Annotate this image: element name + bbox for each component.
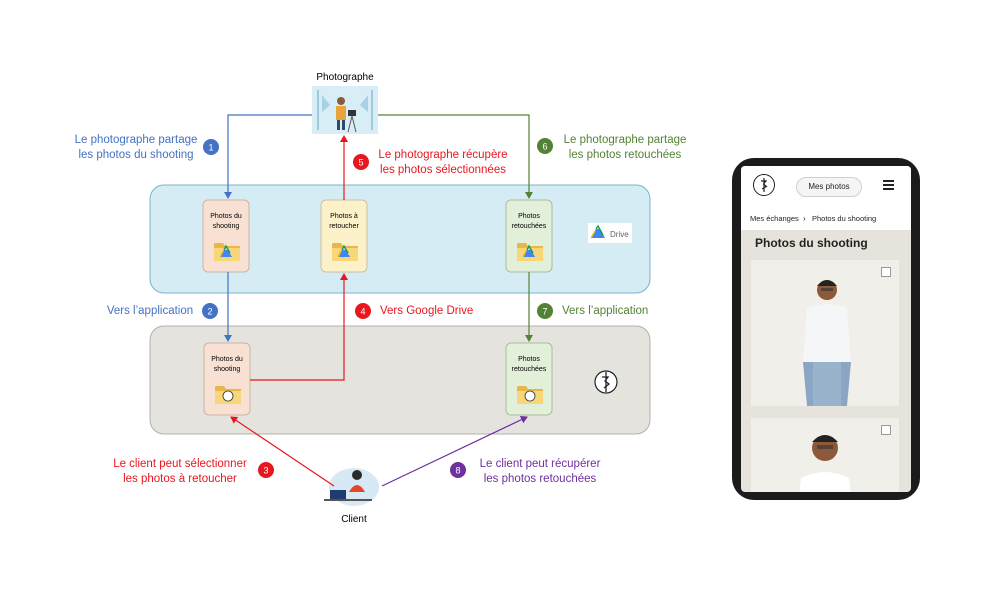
photographer-illustration: [312, 86, 378, 134]
app-folder-shooting-line2: shooting: [214, 366, 241, 373]
photo-card[interactable]: [751, 260, 899, 406]
drive-folder-shooting-line2: shooting: [213, 223, 240, 230]
step-number-1: 1: [208, 143, 213, 153]
select-checkbox[interactable]: [881, 267, 891, 277]
app-logo-icon: [222, 390, 234, 402]
step-badge-7: [537, 303, 553, 319]
step-badge-5: [353, 154, 369, 170]
step-8-label: Le client peut récupérer: [480, 458, 601, 470]
drive-logo-icon: [522, 244, 535, 258]
drive-folder-a-retoucher: Photos à retoucher: [320, 199, 368, 273]
step-6-label: Le photographe partage: [564, 134, 687, 146]
step-badge-2: [202, 303, 218, 319]
drive-folder-a-retoucher-line1: Photos à: [330, 213, 358, 220]
drive-folder-retouchees: Photos retouchées: [505, 199, 553, 273]
arrow-step-4: [250, 273, 348, 381]
step-5-label: les photos sélectionnées: [380, 164, 506, 176]
arrow-step-8: [381, 415, 528, 487]
portrait-photo: [803, 280, 851, 406]
drive-logo-icon: [337, 244, 350, 258]
step-2-label: Vers l’application: [107, 305, 193, 317]
drive-folder-retouchees-line2: retouchées: [512, 223, 547, 230]
breadcrumb-root[interactable]: Mes échanges: [750, 214, 799, 223]
drive-folder-shooting: Photos du shooting: [202, 199, 250, 273]
step-6-label: les photos retouchées: [569, 149, 682, 161]
step-3-label: Le client peut sélectionner: [113, 458, 247, 470]
app-folder-retouchees-line1: Photos: [518, 356, 540, 363]
step-badge-3: [258, 462, 274, 478]
step-annotations: 1 Le photographe partage les photos du sho…: [75, 134, 687, 485]
step-number-5: 5: [358, 158, 363, 168]
google-drive-logo-icon: [591, 229, 605, 238]
step-3-label: les photos à retoucher: [123, 473, 237, 485]
arrow-step-3: [230, 416, 335, 487]
step-number-6: 6: [542, 142, 547, 152]
step-badge-4: [355, 303, 371, 319]
arrow-step-6: [378, 114, 533, 199]
app-logo-icon[interactable]: [753, 174, 775, 196]
breadcrumb: Mes échanges › Photos du shooting: [741, 208, 911, 230]
step-number-4: 4: [360, 307, 365, 317]
drive-logo-icon: [219, 244, 232, 258]
app-logo-icon: [594, 370, 618, 394]
portrait-photo: [799, 435, 851, 492]
drive-folder-shooting-line1: Photos du: [210, 213, 242, 220]
client-illustration: [324, 468, 379, 506]
hamburger-icon[interactable]: [883, 180, 894, 190]
chevron-right-icon: ›: [803, 214, 806, 223]
step-4-label: Vers Google Drive: [380, 305, 473, 317]
step-number-2: 2: [207, 307, 212, 317]
drive-badge-label: Drive: [610, 230, 629, 239]
mes-photos-button[interactable]: Mes photos: [796, 177, 862, 197]
breadcrumb-current: Photos du shooting: [812, 214, 877, 223]
phone-screen: Mes photos Mes échanges › Photos du shoo…: [741, 166, 911, 492]
app-folder-retouchees-line2: retouchées: [512, 366, 547, 373]
app-folder-shooting: Photos du shooting: [203, 342, 251, 416]
select-checkbox[interactable]: [881, 425, 891, 435]
step-1-label: les photos du shooting: [78, 149, 193, 161]
google-drive-badge: Drive: [588, 223, 632, 243]
step-7-label: Vers l’application: [562, 305, 648, 317]
arrow-step-1: [224, 114, 312, 199]
step-badge-8: [450, 462, 466, 478]
page-title: Photos du shooting: [755, 236, 868, 250]
app-logo-icon: [524, 390, 536, 402]
photo-card[interactable]: [751, 418, 899, 492]
app-folder-shooting-line1: Photos du: [211, 356, 243, 363]
drive-folder-a-retoucher-line2: retoucher: [329, 223, 359, 230]
photographer-label: Photographe: [316, 72, 374, 83]
step-number-3: 3: [263, 466, 268, 476]
client-label: Client: [341, 514, 367, 525]
step-number-8: 8: [455, 466, 460, 476]
drive-folder-retouchees-line1: Photos: [518, 213, 540, 220]
step-1-label: Le photographe partage: [75, 134, 198, 146]
step-badge-6: [537, 138, 553, 154]
step-badge-1: [203, 139, 219, 155]
app-folder-retouchees: Photos retouchées: [505, 342, 553, 416]
step-8-label: les photos retouchées: [484, 473, 597, 485]
step-5-label: Le photographe récupère: [378, 149, 507, 161]
step-number-7: 7: [542, 307, 547, 317]
